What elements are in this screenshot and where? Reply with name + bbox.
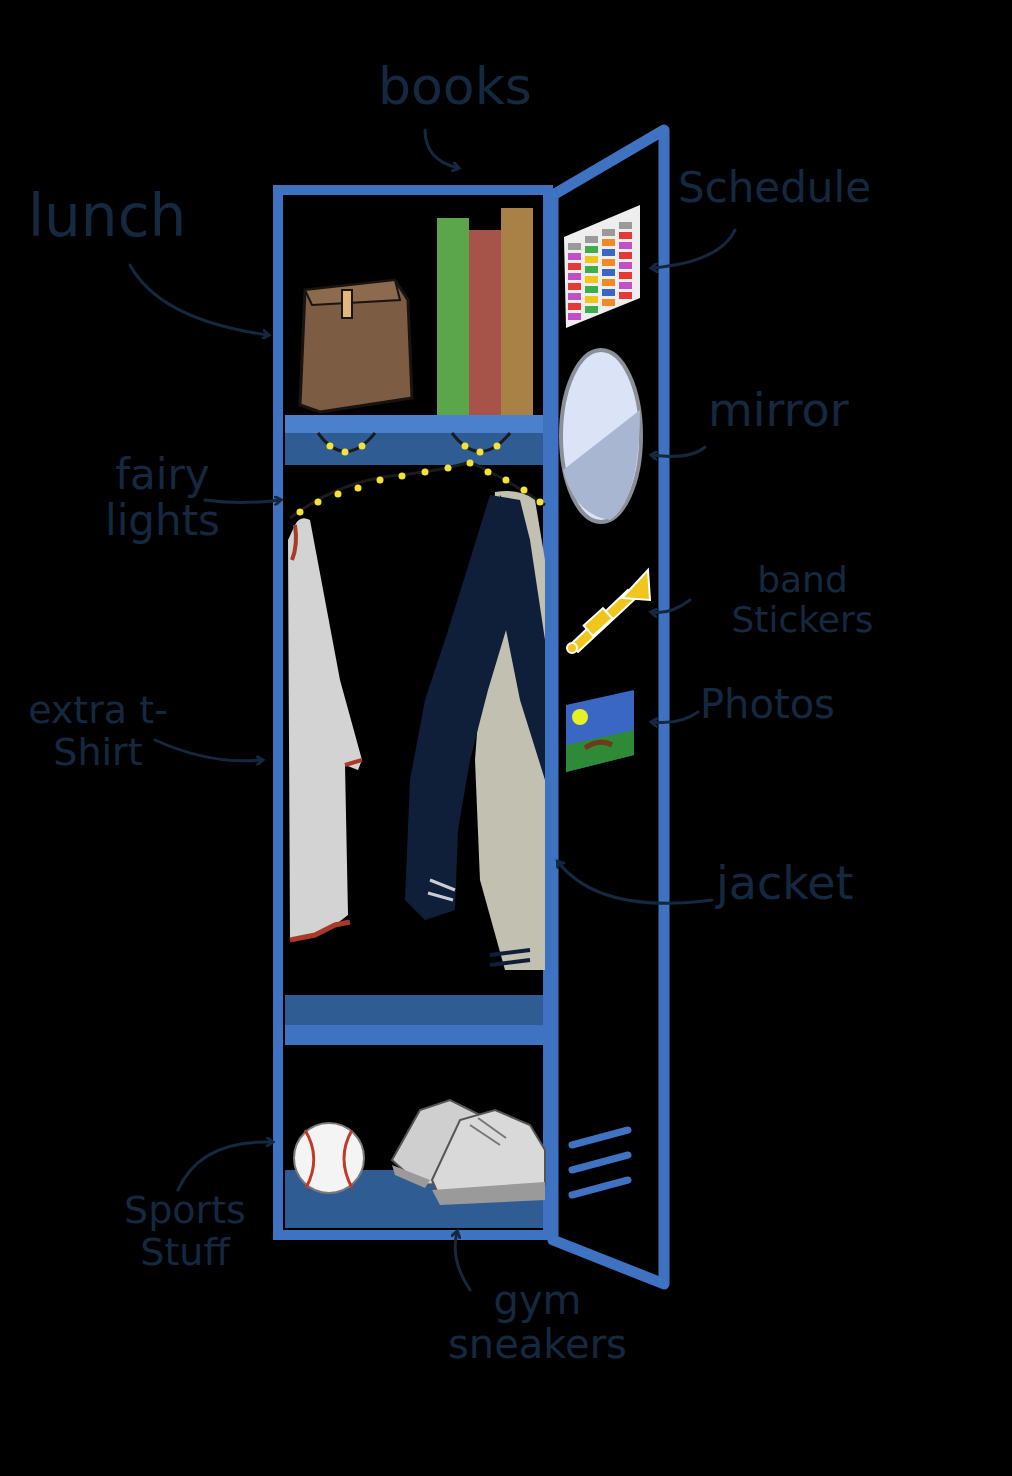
callout-label: mirror	[708, 385, 878, 436]
light-bulb	[355, 485, 362, 492]
light-bulb	[297, 509, 304, 516]
book	[501, 208, 533, 415]
light-bulb	[399, 473, 406, 480]
light-bulb	[422, 469, 429, 476]
callout-label: lunch	[28, 185, 228, 249]
schedule-cell	[602, 229, 615, 236]
schedule-cell	[585, 286, 598, 293]
photo	[566, 690, 634, 772]
light-bulb	[377, 477, 384, 484]
schedule-cell	[619, 232, 632, 239]
locker-frame	[278, 190, 548, 1235]
schedule-cell	[619, 272, 632, 279]
callout-label: Sports Stuff	[100, 1190, 270, 1274]
schedule-cell	[602, 239, 615, 246]
light-bulb	[467, 460, 474, 467]
schedule-cell	[619, 242, 632, 249]
light-bulb	[503, 477, 510, 484]
mirror	[561, 350, 641, 522]
schedule-cell	[585, 276, 598, 283]
leader-lines	[130, 130, 735, 1290]
locker-door	[553, 130, 664, 1284]
shelf-band	[285, 995, 543, 1025]
callout-label: Schedule	[678, 165, 878, 211]
callout-label: jacket	[716, 858, 896, 909]
schedule-cell	[619, 252, 632, 259]
light-bulb	[315, 499, 322, 506]
lunch-bag	[300, 280, 412, 412]
schedule-cell	[568, 253, 581, 260]
light-bulb	[485, 469, 492, 476]
callout-label: books	[378, 58, 558, 115]
schedule-cell	[619, 292, 632, 299]
light-bulb	[537, 499, 544, 506]
gym-sneakers	[392, 1100, 545, 1205]
schedule-cell	[602, 269, 615, 276]
shelf-band	[285, 433, 543, 465]
light-bulb	[521, 487, 528, 494]
shelf	[285, 1025, 543, 1045]
schedule-cell	[568, 283, 581, 290]
light-bulb	[445, 465, 452, 472]
schedule-cell	[568, 243, 581, 250]
light-bulb	[359, 443, 366, 450]
light-bulb	[327, 443, 334, 450]
schedule-cell	[602, 289, 615, 296]
callout-label: gym sneakers	[430, 1278, 645, 1366]
callout-label: Photos	[700, 682, 860, 726]
schedule-cell	[619, 282, 632, 289]
light-bulb	[335, 491, 342, 498]
schedule-cell	[585, 296, 598, 303]
schedule-cell	[602, 259, 615, 266]
callout-label: extra t-Shirt	[8, 690, 188, 774]
shelf	[285, 415, 543, 433]
schedule-cell	[568, 273, 581, 280]
light-bulb	[494, 443, 501, 450]
schedule-cell	[568, 313, 581, 320]
schedule-cell	[602, 299, 615, 306]
schedule-cell	[585, 256, 598, 263]
t-shirt	[288, 518, 362, 940]
schedule-cell	[568, 303, 581, 310]
schedule-cell	[568, 293, 581, 300]
schedule-cell	[568, 263, 581, 270]
light-bulb	[462, 443, 469, 450]
book	[469, 230, 501, 415]
schedule-cell	[619, 262, 632, 269]
schedule-cell	[619, 222, 632, 229]
baseball	[294, 1123, 364, 1193]
schedule-cell	[585, 236, 598, 243]
schedule-cell	[602, 279, 615, 286]
schedule-cell	[585, 306, 598, 313]
schedule-cell	[585, 266, 598, 273]
light-bulb	[342, 449, 349, 456]
jacket	[405, 491, 545, 970]
trumpet-sticker	[567, 570, 650, 653]
schedule-sheet	[564, 205, 640, 328]
callout-label: fairy lights	[75, 452, 250, 544]
light-bulb	[477, 449, 484, 456]
book	[437, 218, 469, 415]
schedule-cell	[585, 246, 598, 253]
callout-label: band Stickers	[690, 560, 915, 639]
door-vents	[572, 1130, 628, 1195]
schedule-cell	[602, 249, 615, 256]
